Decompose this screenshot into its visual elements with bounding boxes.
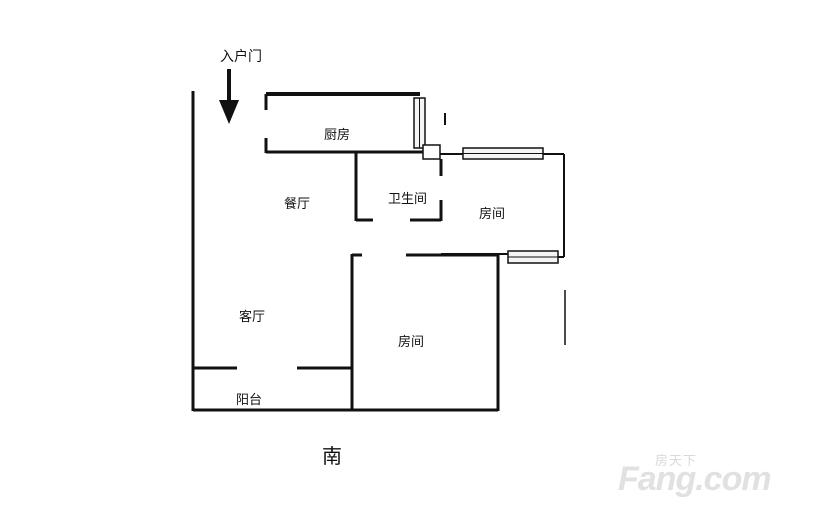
kitchen-label: 厨房 <box>324 128 351 143</box>
room-center-label: 房间 <box>398 335 425 350</box>
corner-column <box>422 144 441 160</box>
entrance-label: 入户门 <box>220 49 262 65</box>
dining-label: 餐厅 <box>284 197 311 212</box>
entrance-arrow-head <box>219 100 239 124</box>
living-label: 客厅 <box>239 310 266 325</box>
room-right-label: 房间 <box>479 207 506 222</box>
balcony-label: 阳台 <box>236 393 263 408</box>
watermark-logo: Fang.com <box>618 460 772 498</box>
bathroom-label: 卫生间 <box>388 192 428 207</box>
south-label: 南 <box>322 444 342 468</box>
watermark-cn: 房天下 <box>655 454 698 469</box>
